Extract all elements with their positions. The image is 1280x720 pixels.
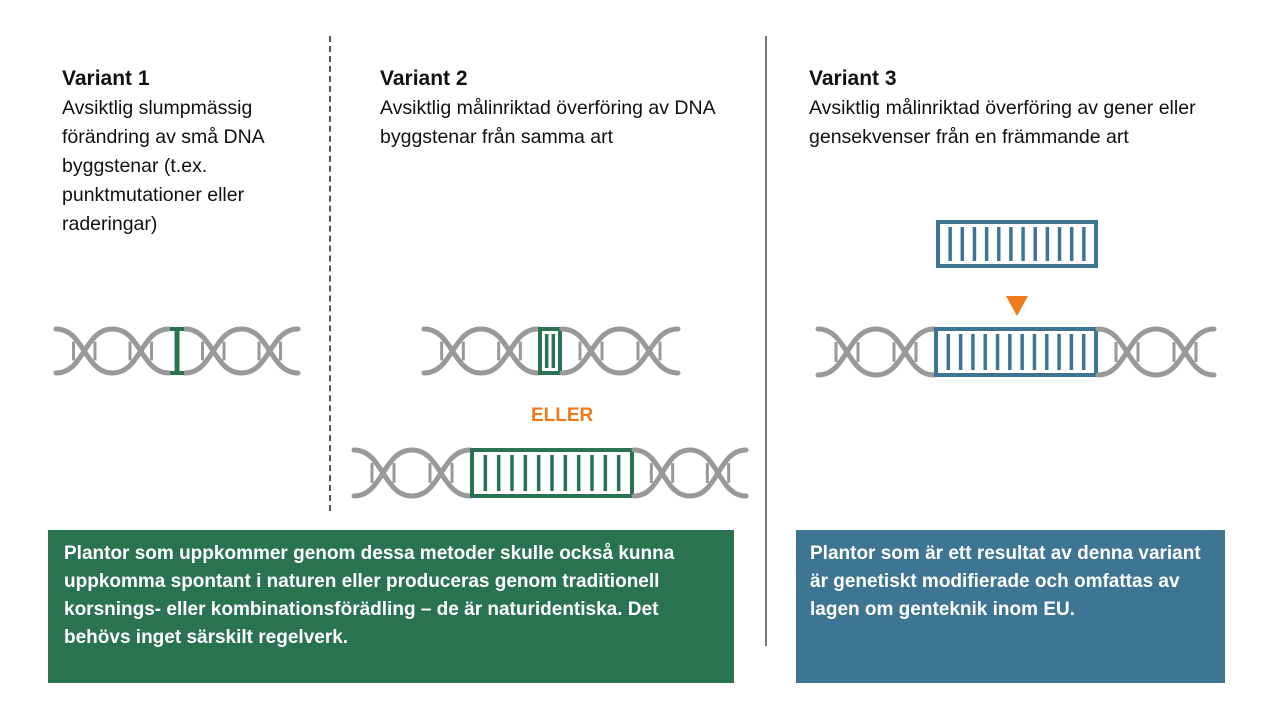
variant-3-column: Variant 3 Avsiktlig målinriktad överföri… [809,66,1199,152]
variant-1-column: Variant 1 Avsiktlig slumpmässig förändri… [62,66,317,239]
dna-point-mutation-icon [53,326,301,376]
variant-1-title: Variant 1 [62,67,150,90]
gmo-info-box: Plantor som är ett resultat av denna var… [796,530,1225,683]
solid-divider [765,36,767,646]
dna-strand-left [815,326,937,378]
insertion-arrow-icon [1006,296,1028,316]
or-label: ELLER [531,405,594,426]
natural-identical-text: Plantor som uppkommer genom dessa metode… [64,543,675,648]
variant-1-description: Avsiktlig slumpmässig förändring av små … [62,97,264,235]
variant-2-description: Avsiktlig målinriktad överföring av DNA … [380,97,715,148]
variant-3-description: Avsiktlig målinriktad överföring av gene… [809,97,1196,148]
foreign-gene-block-icon [936,220,1098,268]
variant-2-title: Variant 2 [380,67,468,90]
transgenic-insertion [934,327,1098,377]
natural-identical-info-box: Plantor som uppkommer genom dessa metode… [48,530,734,683]
large-insertion [470,448,634,498]
dna-cisgenic-small-icon [421,326,681,376]
gmo-text: Plantor som är ett resultat av denna var… [810,543,1201,620]
dna-strand-left [421,326,541,376]
dashed-divider [329,36,331,511]
arrow-down-icon [1006,296,1028,316]
variant-3-title: Variant 3 [809,67,897,90]
dna-strand-left [351,447,473,499]
dna-strand-right [182,326,301,376]
dna-strand-left [53,326,172,376]
dna-strand-right [1095,326,1217,378]
small-insertion [538,327,562,375]
dna-strand-right [631,447,749,499]
variant-2-column: Variant 2 Avsiktlig målinriktad överföri… [380,66,740,152]
point-mutation-mark [170,327,184,375]
dna-cisgenic-large-icon [351,447,749,499]
dna-transgenic-icon [815,326,1217,378]
foreign-gene-block [936,220,1098,268]
dna-strand-right [559,326,681,376]
